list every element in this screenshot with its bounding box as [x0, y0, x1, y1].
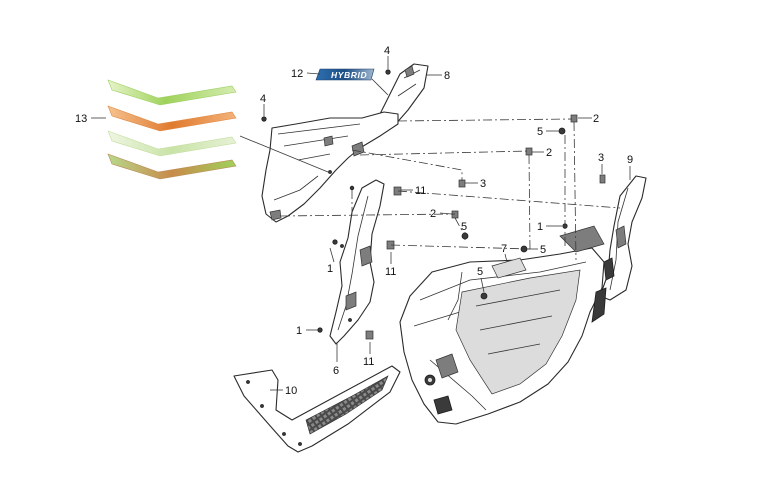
callout-labels: 4 12 8 4 13 2 5 2 3 9 3 11 2 1 5 7 5 1 1… [75, 45, 633, 397]
callout-1-b: 1 [296, 325, 302, 337]
callout-2-a: 2 [593, 113, 599, 125]
callout-12: 12 [291, 68, 303, 80]
inner-side-panel [329, 179, 385, 345]
callout-5-d: 5 [477, 266, 483, 278]
callout-4-left: 4 [260, 93, 266, 105]
nut-5-a [558, 127, 566, 135]
callout-3-a: 3 [598, 152, 604, 164]
callout-13: 13 [75, 113, 87, 125]
lower-body-tub [399, 225, 607, 425]
clip-11-c [365, 330, 374, 340]
callout-11-b: 11 [385, 266, 396, 278]
screw-4-top [385, 69, 391, 75]
footrest-step-plate [233, 365, 401, 453]
callout-5-a: 5 [537, 126, 543, 138]
callout-3-b: 3 [480, 178, 486, 190]
screw-top-small [349, 185, 355, 191]
decal-stripe-set [107, 79, 237, 180]
callout-7: 7 [501, 243, 507, 255]
hybrid-emblem-text: HYBRID [331, 70, 367, 80]
alignment-lines [280, 118, 621, 261]
nut-5-d [480, 292, 488, 300]
clip-2-a [570, 114, 578, 123]
clip-2-b [525, 147, 533, 156]
callout-10: 10 [285, 385, 297, 397]
clip-3-b [599, 174, 606, 184]
screw-1-b [317, 327, 323, 333]
fasteners [261, 69, 606, 340]
decal-stripe-lightgreen [107, 130, 237, 157]
callout-4-top: 4 [384, 45, 390, 57]
callout-5-c: 5 [540, 244, 546, 256]
callout-1-a: 1 [327, 263, 333, 275]
callout-5-b: 5 [461, 221, 467, 233]
callout-11-c: 11 [363, 356, 374, 368]
leader-lines [91, 56, 631, 391]
callout-2-c: 2 [430, 208, 436, 220]
decal-stripe-orange [107, 105, 237, 132]
nut-5-c [520, 245, 528, 253]
decal-stripe-green [107, 79, 237, 106]
callout-11-a: 11 [415, 185, 426, 197]
callout-2-b: 2 [546, 147, 552, 159]
rear-frame-cover [599, 175, 647, 301]
callout-8: 8 [444, 70, 450, 82]
clip-2-c [451, 210, 459, 219]
callout-1-c: 1 [537, 221, 543, 233]
small-cover-plate [491, 257, 527, 279]
hybrid-emblem: HYBRID [315, 68, 375, 81]
decal-stripe-mixed [107, 153, 237, 180]
clip-3-a [458, 179, 466, 188]
screw-1-a [332, 239, 338, 245]
callout-6: 6 [333, 365, 339, 377]
screw-4-left [261, 116, 267, 122]
callout-9: 9 [627, 154, 633, 166]
